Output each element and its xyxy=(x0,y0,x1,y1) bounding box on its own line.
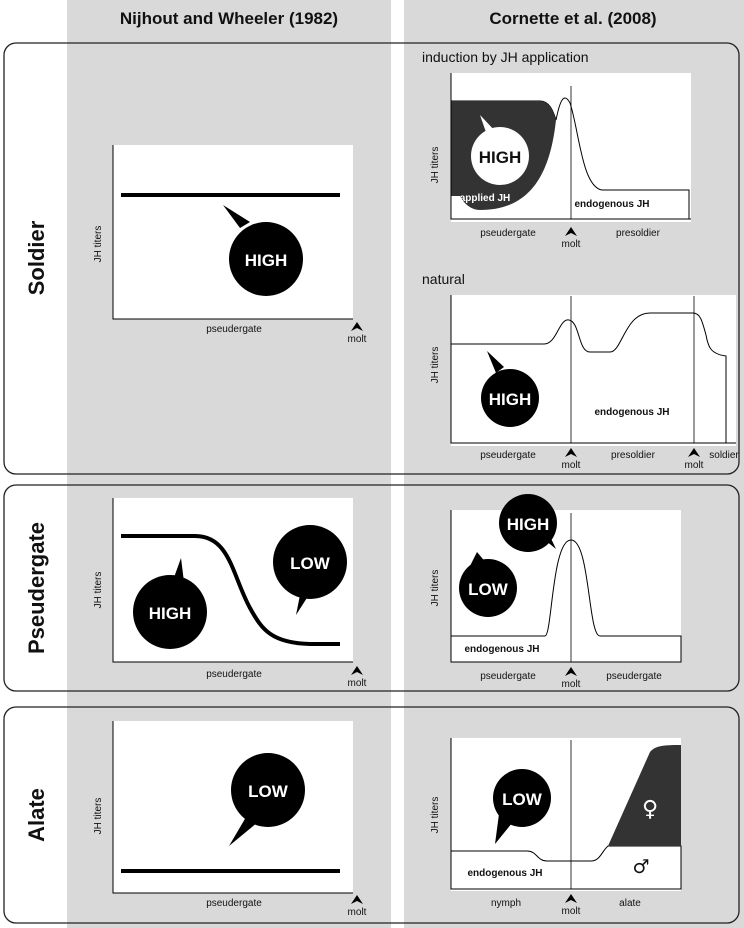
low-bubble xyxy=(493,769,551,827)
x-label-pseudergate-2: pseudergate xyxy=(606,671,662,682)
high-bubble xyxy=(481,369,539,427)
x-label-pseudergate: pseudergate xyxy=(480,450,536,461)
molt-label: molt xyxy=(348,334,367,345)
axes xyxy=(112,721,353,894)
molt-label: molt xyxy=(348,907,367,918)
jh-decline-curve xyxy=(121,534,340,646)
high-bubble xyxy=(471,127,529,185)
bubble-tail xyxy=(223,205,250,228)
row-label-alate: Alate xyxy=(24,788,49,842)
plot-area xyxy=(113,721,353,893)
soldier-left-panel: HIGH JH titers pseudergate molt xyxy=(93,145,367,345)
endogenous-jh-label: endogenous JH xyxy=(467,868,542,879)
high-label: HIGH xyxy=(507,515,550,534)
soldier-natural-panel: HIGH endogenous JH JH titers pseudergate… xyxy=(430,295,739,471)
applied-jh-label: applied JH xyxy=(460,193,511,204)
low-label: LOW xyxy=(290,554,331,573)
x-axis-label: pseudergate xyxy=(206,898,262,909)
subtitle-induction: induction by JH application xyxy=(422,49,589,65)
molt-arrow-icon xyxy=(565,448,577,457)
female-symbol-icon: ♀ xyxy=(642,797,658,822)
axes xyxy=(450,510,681,663)
endogenous-jh-label: endogenous JH xyxy=(574,199,649,210)
high-bubble xyxy=(133,575,207,649)
y-axis-label: JH titers xyxy=(430,570,441,607)
endogenous-jh-label: endogenous JH xyxy=(464,644,539,655)
bubble-tail xyxy=(487,351,504,373)
high-label: HIGH xyxy=(245,251,288,270)
endogenous-jh-area xyxy=(450,539,682,663)
endogenous-jh-area xyxy=(450,845,682,890)
bubble-tail xyxy=(495,814,512,844)
pseudergate-left-panel: HIGH LOW JH titers pseudergate molt xyxy=(93,498,367,689)
x-label-alate: alate xyxy=(619,898,641,909)
molt-label: molt xyxy=(562,460,581,471)
soldier-row-frame xyxy=(3,42,740,475)
molt-label: molt xyxy=(348,678,367,689)
molt-label: molt xyxy=(562,679,581,690)
y-axis-label: JH titers xyxy=(430,347,441,384)
y-axis-label: JH titers xyxy=(430,147,441,184)
low-bubble xyxy=(459,559,517,617)
high-label: HIGH xyxy=(479,148,522,167)
x-axis-label: pseudergate xyxy=(206,669,262,680)
y-axis-label: JH titers xyxy=(93,572,104,609)
low-bubble xyxy=(273,525,347,599)
x-label-presoldier: presoldier xyxy=(616,228,661,239)
y-axis-label: JH titers xyxy=(93,226,104,263)
high-bubble xyxy=(229,222,303,296)
molt-arrow-icon xyxy=(351,666,363,675)
x-label-soldier: soldier xyxy=(709,450,739,461)
axes xyxy=(450,295,736,444)
female-jh-area xyxy=(608,745,681,846)
row-label-pseudergate: Pseudergate xyxy=(24,522,49,654)
left-column-header: Nijhout and Wheeler (1982) xyxy=(120,9,338,28)
y-axis-label: JH titers xyxy=(430,797,441,834)
endogenous-jh-label: endogenous JH xyxy=(594,407,669,418)
low-bubble xyxy=(231,753,305,827)
high-bubble xyxy=(499,494,557,552)
row-label-soldier: Soldier xyxy=(24,220,49,295)
x-axis-label: pseudergate xyxy=(206,324,262,335)
molt-arrow-icon xyxy=(565,227,577,236)
molt-arrow-icon xyxy=(565,894,577,903)
axes xyxy=(112,498,353,663)
alate-left-panel: LOW JH titers pseudergate molt xyxy=(93,721,367,918)
molt-arrow-icon xyxy=(351,895,363,904)
alate-right-panel: LOW endogenous JH ♀ ♂ JH titers nymph al… xyxy=(430,738,682,917)
x-label-nymph: nymph xyxy=(491,898,521,909)
x-label-pseudergate: pseudergate xyxy=(480,228,536,239)
pseudergate-row-frame xyxy=(3,484,740,692)
low-label: LOW xyxy=(248,782,289,801)
low-label: LOW xyxy=(468,580,509,599)
high-label: HIGH xyxy=(489,390,532,409)
x-label-presoldier: presoldier xyxy=(611,450,656,461)
alate-row-frame xyxy=(3,706,740,924)
molt-label: molt xyxy=(562,239,581,250)
molt-arrow-icon xyxy=(565,667,577,676)
pseudergate-right-panel: HIGH LOW endogenous JH JH titers pseuder… xyxy=(430,494,682,690)
y-axis-label: JH titers xyxy=(93,798,104,835)
high-label: HIGH xyxy=(149,604,192,623)
low-label: LOW xyxy=(502,790,543,809)
plot-area xyxy=(113,145,353,319)
molt-arrow-icon xyxy=(688,448,700,457)
subtitle-natural: natural xyxy=(422,271,465,287)
soldier-induction-panel: HIGH applied JH endogenous JH JH titers … xyxy=(430,73,691,250)
axes xyxy=(112,145,353,320)
molt-label: molt xyxy=(562,906,581,917)
right-column-header: Cornette et al. (2008) xyxy=(489,9,656,28)
male-symbol-icon: ♂ xyxy=(632,856,649,878)
molt-arrow-icon xyxy=(351,322,363,331)
axes xyxy=(450,73,691,220)
axes xyxy=(450,738,681,890)
x-label-pseudergate: pseudergate xyxy=(480,671,536,682)
molt-label-2: molt xyxy=(685,460,704,471)
